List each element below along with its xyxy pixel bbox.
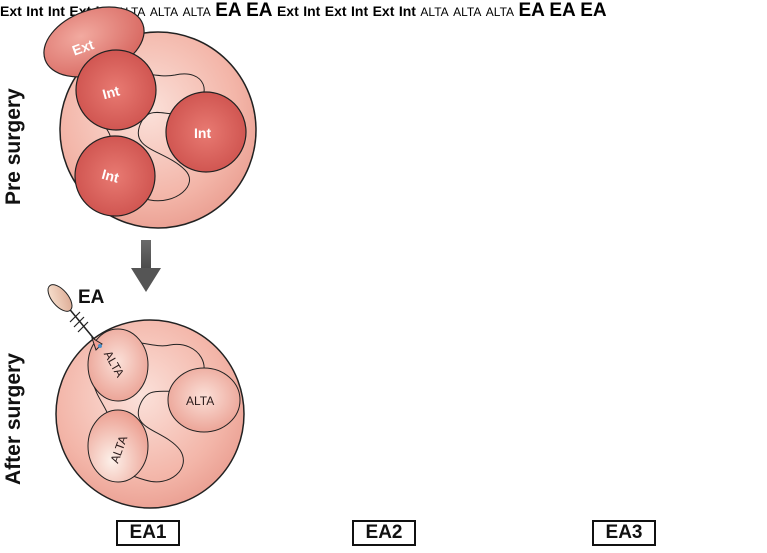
ea-vessel <box>47 284 103 351</box>
after-surgery-ea2: ALTA ALTA ALTA EA <box>117 0 277 21</box>
int-mass <box>165 91 247 173</box>
panel-title-ea1: EA1 <box>116 520 180 546</box>
int-mass: Int Ext Int <box>351 3 420 20</box>
alta-mass: ALTA EA EA <box>182 0 277 21</box>
ext-label: Ext <box>276 3 299 19</box>
pre-surgery-ea1: Ext Int Int Int <box>43 6 257 229</box>
int-label: Int <box>194 125 211 141</box>
ea-label: EA <box>215 0 242 21</box>
int-mass <box>74 135 156 217</box>
int-mass: Int Ext Int Ext Int <box>303 3 420 20</box>
vessel-path: ALTA ALTA ALTA EA <box>420 0 607 21</box>
row-label-pre: Pre surgery <box>2 88 25 205</box>
alta-mass: ALTA EA EA <box>485 0 607 21</box>
panel-title-ea2: EA2 <box>352 520 416 546</box>
pre-surgery-ea3: Ext Int Ext Int Ext Int <box>277 3 420 20</box>
alta-mass <box>87 409 149 483</box>
alta-mass <box>87 328 149 402</box>
vessel-path: ALTA ALTA ALTA EA <box>117 0 277 21</box>
alta-mass: ALTA ALTA ALTA EA <box>420 0 607 21</box>
ea-label: EA <box>549 0 576 21</box>
panel-title-ea3: EA3 <box>592 520 656 546</box>
down-arrow <box>131 240 161 292</box>
alta-mass <box>167 367 241 433</box>
alta-mass: ALTA ALTA ALTA EA <box>117 0 277 21</box>
ext-label: Ext <box>70 36 96 59</box>
int-label: Int <box>101 82 122 102</box>
alta-label: ALTA <box>182 5 211 19</box>
alta-label: ALTA <box>149 5 179 19</box>
after-surgery-ea1: ALTA ALTA ALTA EA <box>47 284 245 509</box>
ext-label: Ext <box>0 3 22 19</box>
panel-ea3: Ext Int Ext Int Ext Int ALTA ALTA ALTA <box>277 0 607 21</box>
body-circle: ALTA ALTA ALTA EA <box>420 0 607 21</box>
int-mass <box>75 49 157 131</box>
ext-lobe: Ext Int <box>373 3 421 20</box>
ext-label: Ext <box>372 3 395 19</box>
body-circle: Ext Int Ext Int Ext Int <box>277 3 420 20</box>
int-label: Int <box>303 3 321 19</box>
alta-mass: ALTA ALTA EA <box>453 0 607 21</box>
alta-label: ALTA <box>453 5 482 19</box>
ea-label: EA <box>518 0 545 21</box>
ext-label: Ext <box>324 3 347 19</box>
int-mass: Int <box>399 3 421 20</box>
int-label: Int <box>100 166 121 186</box>
int-label: Int <box>398 3 416 19</box>
panel-ea1: Ext Int Int Int ALTA ALTA ALTA <box>43 6 257 509</box>
row-label-after: After surgery <box>2 353 25 485</box>
alta-mass: ALTA ALTA EA <box>149 0 277 21</box>
int-label: Int <box>351 3 369 19</box>
alta-label: ALTA <box>420 5 449 19</box>
ea-label: EA <box>580 0 607 21</box>
alta-label: ALTA <box>485 5 515 19</box>
body-circle: ALTA ALTA ALTA EA <box>117 0 277 21</box>
alta-label: ALTA <box>186 394 214 408</box>
int-label: Int <box>47 3 65 19</box>
ea-label: EA <box>246 0 273 21</box>
ext-lobe: Ext Int Ext Int <box>325 3 421 20</box>
after-surgery-ea3: ALTA ALTA ALTA EA <box>420 0 607 21</box>
vessel-path: Ext Int Ext Int Ext Int <box>277 3 420 20</box>
int-label: Int <box>26 3 44 19</box>
ea-label: EA <box>78 287 105 308</box>
ext-lobe: Ext Int Ext Int Ext Int <box>277 3 420 20</box>
